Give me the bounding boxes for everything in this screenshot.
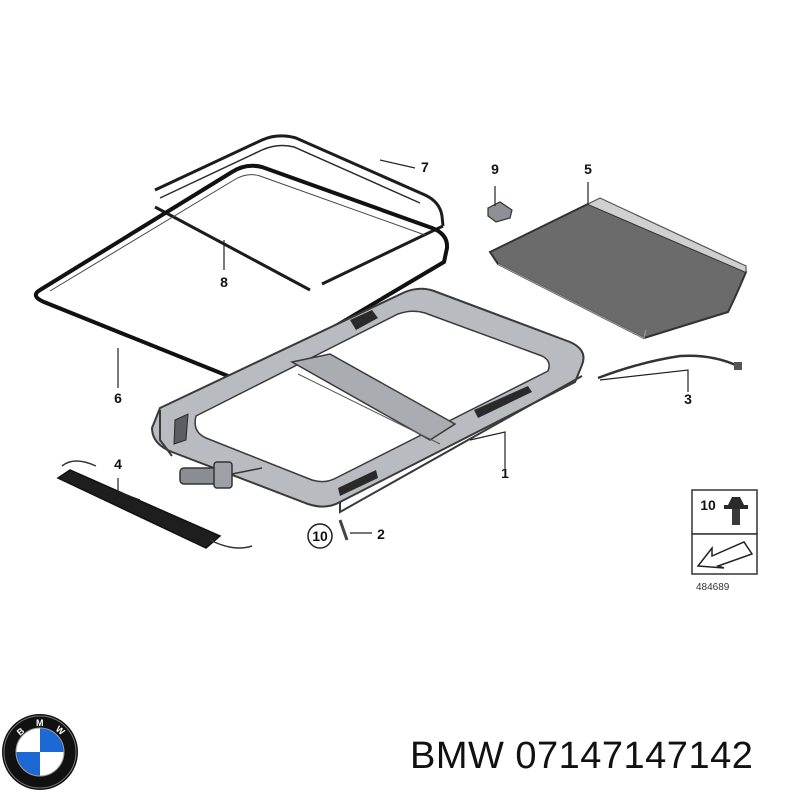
callout-10-circle [307,523,333,549]
callout-1: 1 [501,465,509,481]
callout-5: 5 [584,161,592,177]
screw-icon [724,497,748,525]
arrow-icon [696,541,754,569]
callout-10: 10 [312,528,328,544]
svg-text:M: M [36,718,44,728]
callout-labels: 7 8 9 5 6 3 1 4 2 10 [114,159,692,549]
part-2-pin [338,519,349,541]
diagram-id: 484689 [696,582,730,593]
part-number: 07147147142 [515,735,754,777]
part-5-sunshade [488,197,748,340]
part-1-sunroof-frame [150,287,585,514]
leader-lines [117,159,689,534]
part-7-roof-seal [154,134,445,286]
part-10-inset: 10 484689 [691,489,758,593]
bmw-logo: B M W [2,714,78,790]
part-9-clip [487,201,513,223]
callout-3: 3 [684,391,692,407]
callout-9: 9 [491,161,499,177]
callout-6: 6 [114,390,122,406]
part-3-drain-hose [597,354,742,380]
brand-name: BMW [410,735,505,777]
inset-part-number: 10 [700,497,716,513]
part-6-outer-seal [33,163,450,380]
part-4-wind-deflector [56,460,253,549]
callout-4: 4 [114,456,122,472]
part-8-seal-strip [154,205,311,292]
callout-2: 2 [377,526,385,542]
svg-text:B: B [15,725,27,737]
callout-7: 7 [421,159,429,175]
callout-8: 8 [220,274,228,290]
